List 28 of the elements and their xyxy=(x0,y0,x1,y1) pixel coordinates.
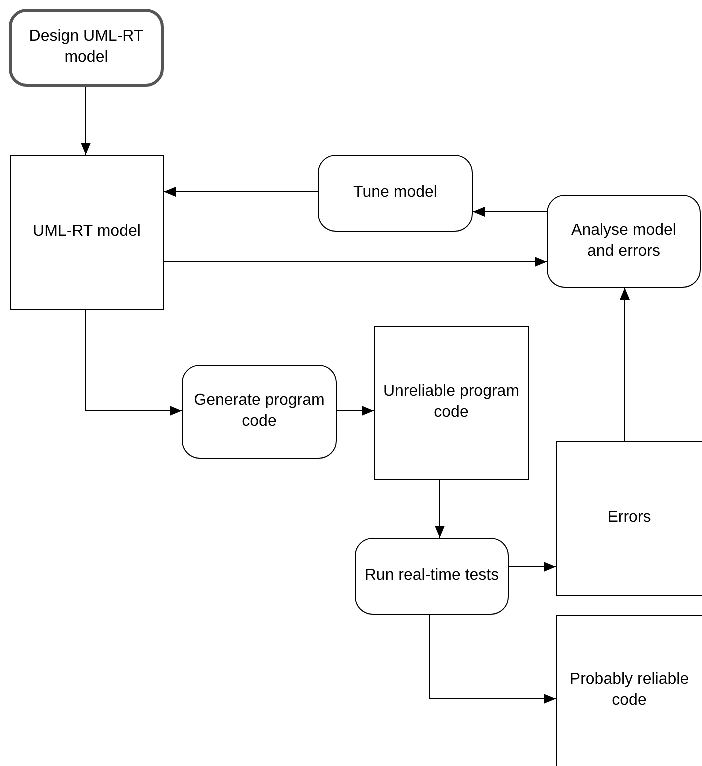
artifact-box xyxy=(556,441,702,596)
arrow xyxy=(164,187,318,197)
process-box xyxy=(182,365,337,459)
artifact-box xyxy=(374,326,529,480)
node-label: Run real-time tests xyxy=(364,566,500,586)
start-box xyxy=(9,9,164,87)
arrow xyxy=(86,310,182,416)
node-label: Errors xyxy=(608,508,652,528)
node-label: Design UML-RT model xyxy=(28,27,145,68)
arrow xyxy=(472,207,548,217)
node-label: Analyse model and errors xyxy=(570,220,678,262)
node-label: Tune model xyxy=(354,183,438,204)
process-box xyxy=(547,195,701,288)
arrow xyxy=(81,86,91,156)
arrow xyxy=(435,480,445,538)
node-label: Generate program code xyxy=(193,391,326,432)
arrow xyxy=(508,562,556,572)
arrow xyxy=(336,406,374,416)
arrow xyxy=(164,257,548,267)
process-box xyxy=(355,538,509,615)
artifact-box xyxy=(10,155,164,310)
arrow xyxy=(430,614,556,704)
artifact-box xyxy=(556,615,702,766)
process-box xyxy=(318,155,473,232)
node-label: Probably reliable code xyxy=(568,670,690,711)
node-label: Unreliable program code xyxy=(383,382,520,423)
arrow xyxy=(620,288,630,442)
node-label: UML-RT model xyxy=(33,222,141,242)
